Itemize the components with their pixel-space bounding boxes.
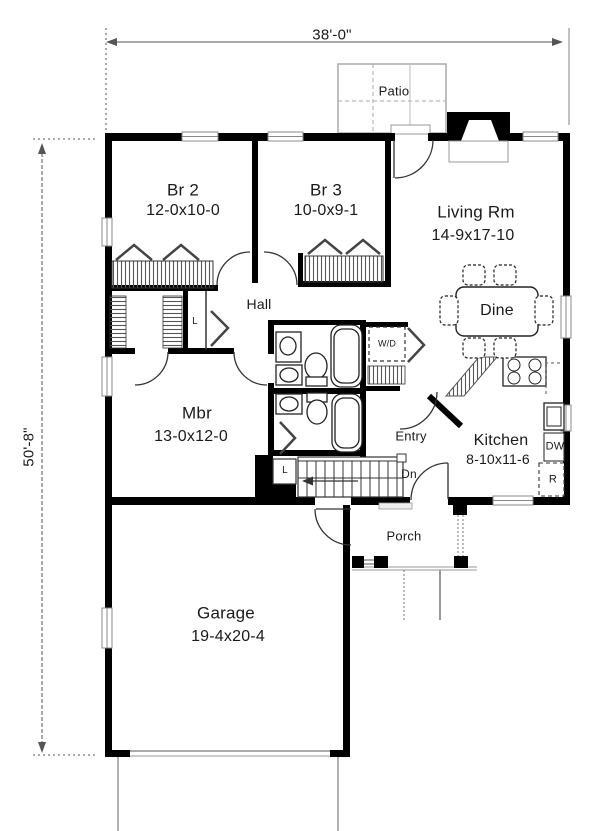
refrigerator-label: R — [548, 473, 558, 486]
patio-deck — [337, 63, 447, 135]
kitchen-sink — [543, 402, 565, 431]
walkway-driveway — [117, 570, 441, 831]
height-dimension-label: 50'-8" — [20, 427, 38, 467]
living-size: 14-9x17-10 — [431, 227, 515, 244]
hall-linen-label: L — [192, 316, 198, 327]
dishwasher-label: DW — [545, 440, 565, 453]
dining-set — [439, 264, 554, 359]
kitchen-size: 8-10x11-6 — [466, 451, 530, 467]
stairs — [297, 453, 407, 498]
mbr-name: Mbr — [182, 403, 212, 423]
patio-label: Patio — [378, 83, 410, 99]
washer-dryer-box — [368, 326, 406, 362]
living-name: Living Rm — [437, 202, 515, 222]
br2-name: Br 2 — [167, 180, 199, 200]
stairs-down-label: Dn — [401, 467, 417, 481]
exterior-walls — [105, 133, 570, 757]
entry-linen-label: L — [282, 465, 288, 476]
entry-label: Entry — [395, 428, 427, 444]
stove — [502, 356, 547, 387]
garage-size: 19-4x20-4 — [191, 628, 265, 645]
dimension-lines — [33, 28, 570, 756]
width-dimension-label: 38'-0" — [312, 26, 352, 44]
porch — [352, 502, 477, 571]
door-swings — [134, 139, 449, 546]
mbr-size: 13-0x12-0 — [154, 428, 228, 445]
garage-name: Garage — [197, 603, 255, 623]
entry-linen-box — [272, 458, 297, 485]
refrigerator-box — [538, 462, 565, 497]
kitchen-fixtures — [444, 356, 565, 497]
closets — [109, 238, 426, 485]
washer-dryer-label: W/D — [377, 338, 397, 349]
interior-walls — [105, 140, 464, 498]
kitchen-name: Kitchen — [473, 432, 529, 449]
br2-size: 12-0x10-0 — [146, 202, 220, 219]
br3-size: 10-0x9-1 — [293, 202, 359, 219]
porch-label: Porch — [386, 528, 422, 544]
fireplace — [447, 112, 510, 163]
dine-label: Dine — [480, 302, 514, 319]
br3-name: Br 3 — [310, 180, 342, 200]
bathroom-fixtures — [275, 324, 363, 453]
bifold-doors — [115, 238, 426, 455]
hall-label: Hall — [246, 296, 272, 312]
windows — [101, 131, 572, 649]
dishwasher-box — [543, 432, 565, 462]
